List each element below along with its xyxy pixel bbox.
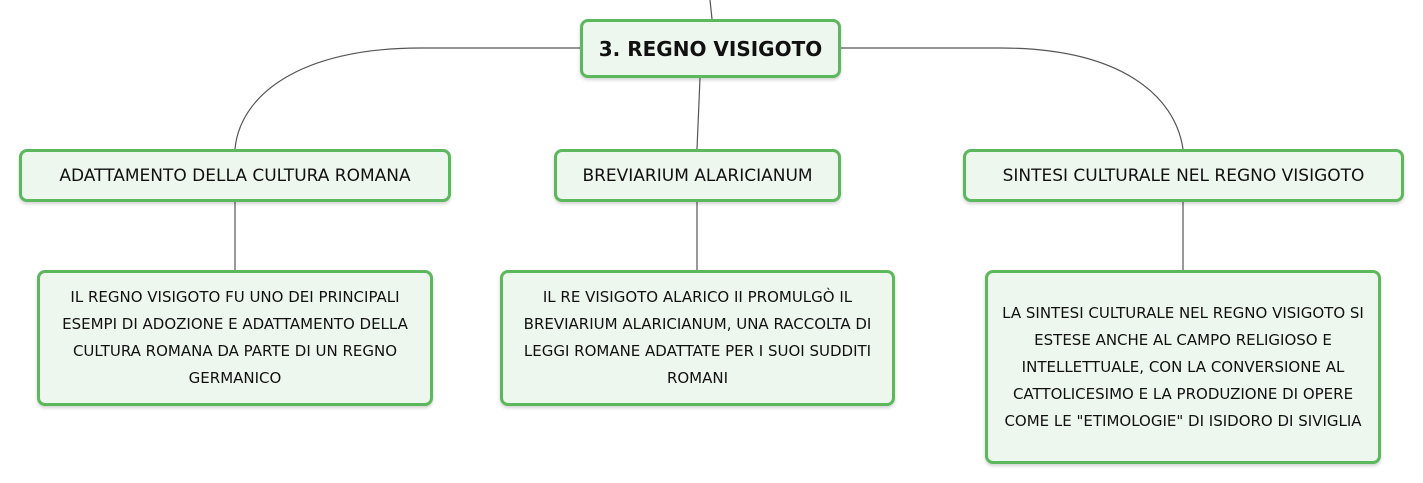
detail-topic-node[interactable]: IL RE VISIGOTO ALARICO II PROMULGÒ IL BR… bbox=[500, 270, 895, 406]
root-topic-label: 3. REGNO VISIGOTO bbox=[598, 36, 823, 61]
branch-topic-node[interactable]: BREVIARIUM ALARICIANUM bbox=[554, 149, 841, 202]
connector-incoming bbox=[709, 0, 713, 20]
root-topic-node[interactable]: 3. REGNO VISIGOTO bbox=[580, 19, 841, 78]
branch-topic-label: BREVIARIUM ALARICIANUM bbox=[582, 165, 813, 186]
branch-topic-label: ADATTAMENTO DELLA CULTURA ROMANA bbox=[59, 165, 411, 186]
detail-topic-text: IL REGNO VISIGOTO FU UNO DEI PRINCIPALI … bbox=[62, 288, 408, 387]
detail-topic-text: IL RE VISIGOTO ALARICO II PROMULGÒ IL BR… bbox=[523, 288, 872, 387]
detail-topic-text: LA SINTESI CULTURALE NEL REGNO VISIGOTO … bbox=[1002, 303, 1364, 430]
connector-root-to-branch-3 bbox=[841, 47, 1184, 150]
connector-root-to-branch-1 bbox=[234, 47, 580, 150]
connector-root-to-branch-2 bbox=[696, 77, 701, 150]
branch-topic-node[interactable]: ADATTAMENTO DELLA CULTURA ROMANA bbox=[19, 149, 451, 202]
detail-topic-node[interactable]: LA SINTESI CULTURALE NEL REGNO VISIGOTO … bbox=[985, 270, 1381, 464]
branch-topic-label: SINTESI CULTURALE NEL REGNO VISIGOTO bbox=[1002, 165, 1365, 186]
detail-topic-node[interactable]: IL REGNO VISIGOTO FU UNO DEI PRINCIPALI … bbox=[37, 270, 433, 406]
branch-topic-node[interactable]: SINTESI CULTURALE NEL REGNO VISIGOTO bbox=[963, 149, 1404, 202]
